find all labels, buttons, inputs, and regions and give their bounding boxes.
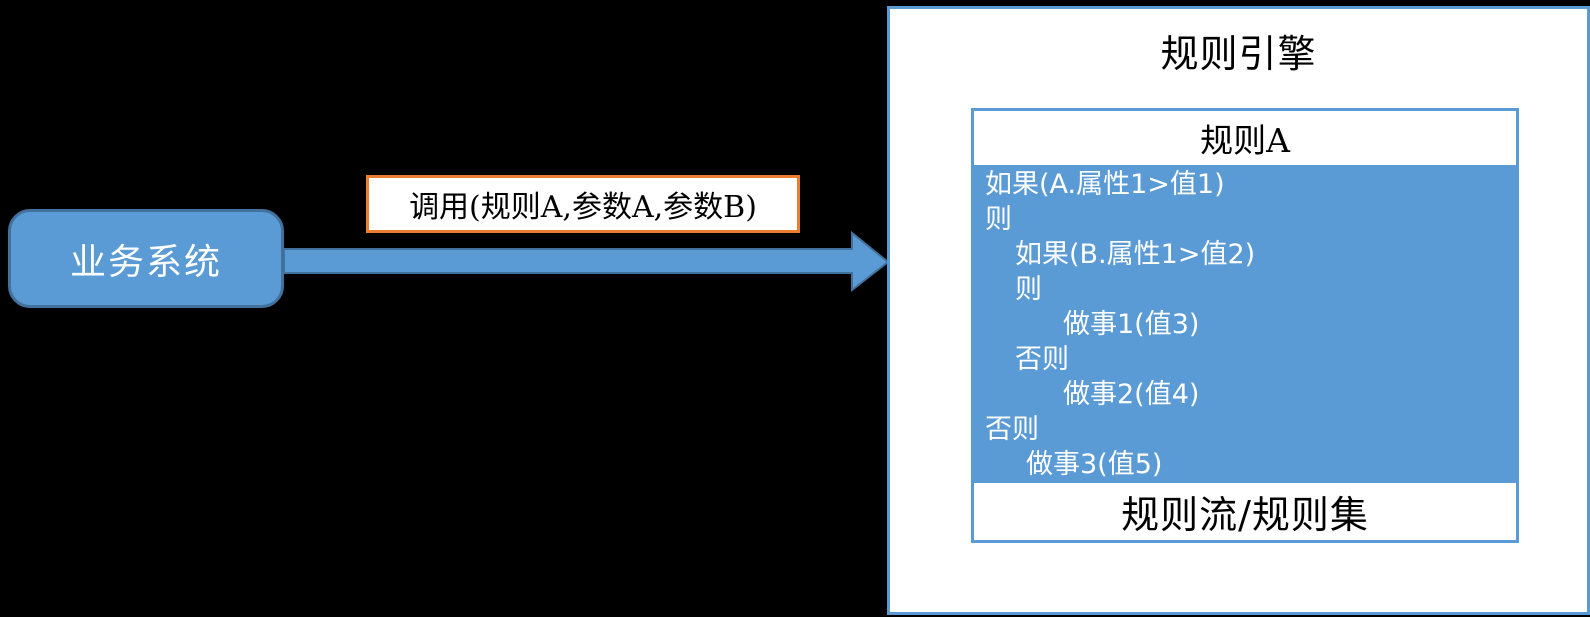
call-label-text: 调用(规则A,参数A,参数B) [409, 190, 757, 225]
rule-body: 如果(A.属性1>值1) 则 如果(B.属性1>值2) 则 做事1(值3) 否则… [974, 165, 1516, 483]
rule-line: 做事2(值4) [1063, 379, 1200, 410]
rule-line: 做事1(值3) [1063, 309, 1200, 340]
rule-line: 否则 [985, 414, 1039, 445]
rule-line: 如果(B.属性1>值2) [1015, 239, 1256, 270]
rule-line: 做事3(值5) [1026, 449, 1163, 480]
rule-line: 则 [985, 204, 1012, 235]
rule-line: 否则 [1015, 344, 1069, 375]
rule-title: 规则A [1200, 121, 1290, 160]
rule-box: 规则A 如果(A.属性1>值1) 则 如果(B.属性1>值2) 则 做事1(值3… [971, 108, 1519, 543]
rule-line: 如果(A.属性1>值1) [985, 169, 1225, 200]
call-label-box: 调用(规则A,参数A,参数B) [366, 175, 800, 233]
rule-engine-title: 规则引擎 [1160, 32, 1317, 76]
business-system-node: 业务系统 [8, 209, 284, 308]
business-system-label: 业务系统 [69, 241, 222, 283]
rule-line: 则 [1015, 274, 1042, 305]
rule-footer-label: 规则流/规则集 [1121, 493, 1369, 537]
arrow-right-icon [284, 230, 890, 293]
